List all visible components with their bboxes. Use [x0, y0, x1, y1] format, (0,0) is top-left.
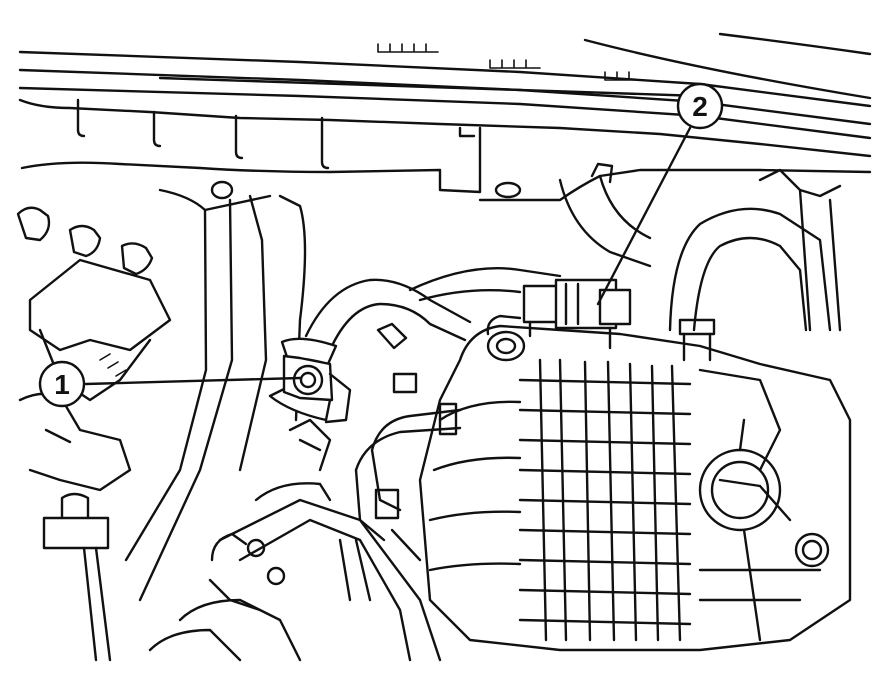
- sensor-1-assembly: [268, 337, 352, 472]
- cowl-lower-edge: [18, 98, 872, 202]
- callout-label-2: 2: [692, 91, 708, 122]
- callout-circle-1: [38, 360, 86, 408]
- callout-label-1: 1: [54, 369, 70, 400]
- left-strut: [124, 188, 307, 602]
- right-upper-hose: [558, 162, 842, 362]
- cowl-panel: [18, 32, 872, 140]
- leader-line-1: [84, 376, 302, 386]
- callout-2: 2: [596, 82, 724, 306]
- callout-circle-2: [676, 82, 724, 130]
- upper-hose: [304, 267, 562, 352]
- left-connector-block: [16, 206, 172, 662]
- leader-line-2: [596, 126, 692, 306]
- callout-1: 1: [38, 360, 302, 408]
- intake-manifold: [418, 314, 852, 652]
- throttle-body: [148, 482, 442, 662]
- sensor-2-connector: [522, 278, 632, 350]
